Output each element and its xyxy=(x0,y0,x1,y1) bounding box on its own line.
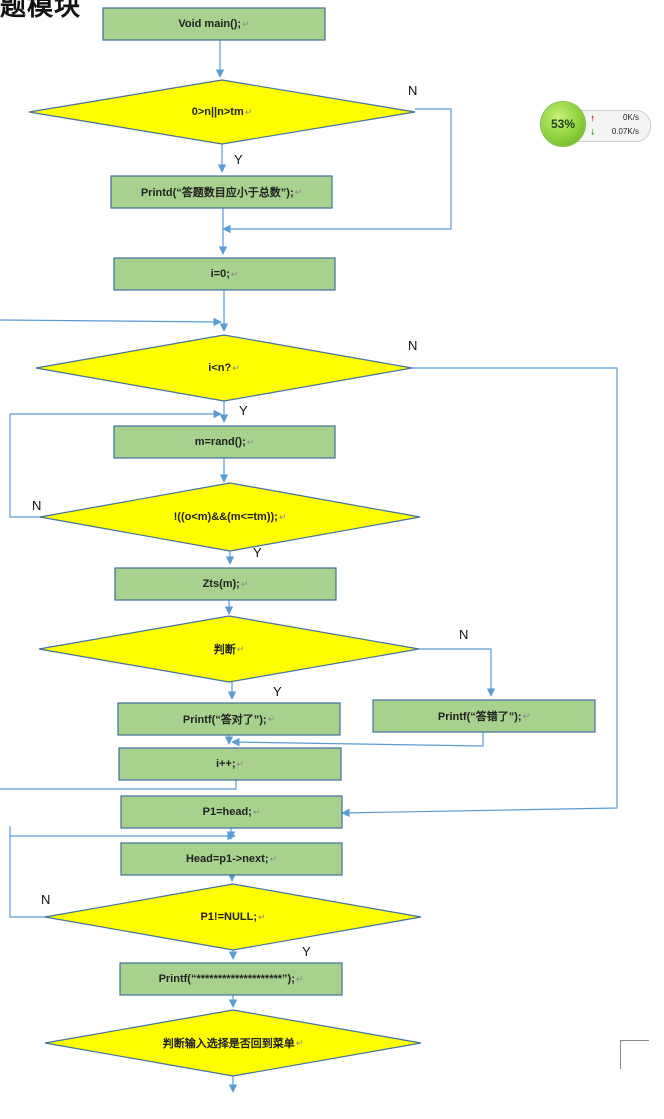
process-box-n10 xyxy=(117,702,341,736)
branch-label-l6: Y xyxy=(253,545,262,560)
connector-arrow-20 xyxy=(9,826,45,918)
cpu-usage-ball[interactable]: 53% xyxy=(541,102,585,146)
flowchart-edges xyxy=(0,40,618,1093)
decision-diamond-n17 xyxy=(44,1009,422,1077)
process-box-n3 xyxy=(110,175,333,209)
decision-diamond-n15 xyxy=(44,883,422,951)
page-heading: 题模块↵ xyxy=(0,0,82,22)
process-box-n4 xyxy=(113,257,336,291)
flowchart-shapes xyxy=(28,7,596,1077)
process-box-n8 xyxy=(114,567,337,601)
branch-label-l2: Y xyxy=(234,152,243,167)
connector-arrow-17 xyxy=(0,780,237,790)
branch-label-l1: N xyxy=(408,83,418,98)
branch-label-l4: Y xyxy=(239,403,248,418)
connector-arrow-7 xyxy=(341,367,618,818)
connector-arrow-11 xyxy=(9,409,222,518)
process-box-n6 xyxy=(113,425,336,459)
network-speed-widget[interactable]: 53% 🠕 0K/s 🠗 0.07K/s xyxy=(541,102,651,146)
decision-diamond-n9 xyxy=(38,615,420,683)
branch-label-l10: Y xyxy=(302,944,311,959)
process-box-n13 xyxy=(120,795,343,829)
decision-diamond-n7 xyxy=(39,482,421,552)
process-box-n14 xyxy=(120,842,343,876)
arrow-down-icon: 🠗 xyxy=(591,128,595,137)
branch-label-l9: N xyxy=(41,892,51,907)
connector-arrow-16 xyxy=(231,732,484,747)
download-speed: 0.07K/s xyxy=(611,127,639,136)
process-box-n11 xyxy=(372,699,596,733)
connector-arrow-13 xyxy=(419,648,496,697)
process-box-n16 xyxy=(119,962,343,996)
branch-label-l3: N xyxy=(408,338,418,353)
branch-label-l5: N xyxy=(32,498,42,513)
decision-diamond-n2 xyxy=(28,79,416,145)
connector-arrow-3 xyxy=(222,108,452,234)
process-box-n1 xyxy=(102,7,326,41)
branch-label-l7: N xyxy=(459,627,469,642)
connector-arrow-6 xyxy=(0,317,222,327)
decision-diamond-n5 xyxy=(35,334,413,402)
branch-label-l8: Y xyxy=(273,684,282,699)
process-box-n12 xyxy=(118,747,342,781)
page-corner-mark xyxy=(620,1040,649,1069)
arrow-up-icon: 🠕 xyxy=(591,114,595,123)
upload-speed: 0K/s xyxy=(622,113,639,122)
